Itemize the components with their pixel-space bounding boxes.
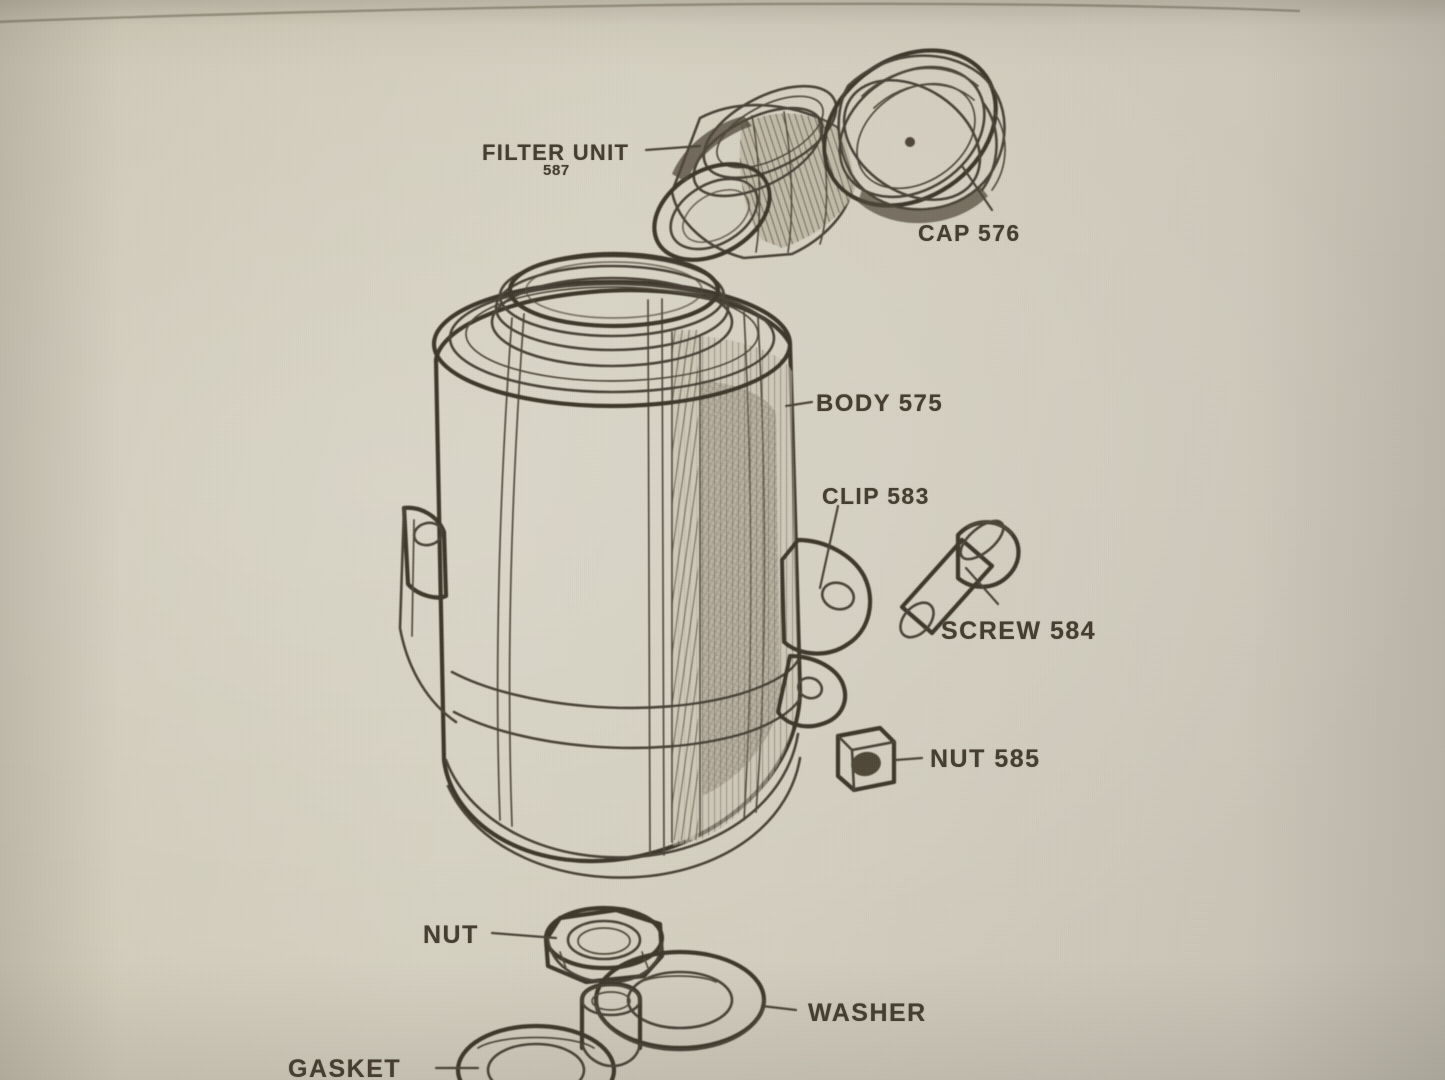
part-screw <box>899 519 1021 639</box>
part-gasket <box>455 1023 617 1080</box>
part-washer <box>593 949 767 1052</box>
leader-clip <box>818 504 840 590</box>
label-nut-585: NUT 585 <box>930 745 1041 773</box>
part-nut-585 <box>835 725 897 793</box>
page-edge-line <box>0 2 1301 24</box>
leader-nut-585 <box>894 756 924 762</box>
label-clip: CLIP 583 <box>822 483 930 509</box>
leader-cap <box>960 164 994 212</box>
label-body: BODY 575 <box>816 390 944 417</box>
part-clip <box>775 537 873 729</box>
leader-washer <box>760 1004 798 1012</box>
label-gasket: GASKET <box>288 1055 402 1080</box>
leader-lines <box>434 144 1000 1070</box>
label-filter-unit: FILTER UNIT <box>482 140 630 165</box>
label-filter-unit-number: 587 <box>543 162 570 179</box>
part-filter-unit <box>652 84 856 262</box>
part-nut-hex <box>543 905 665 985</box>
part-cap <box>822 48 1006 224</box>
label-washer: WASHER <box>808 999 927 1027</box>
leader-screw <box>964 566 1000 606</box>
part-body <box>398 251 873 879</box>
leader-body <box>784 400 814 408</box>
label-screw: SCREW 584 <box>941 617 1097 645</box>
label-cap: CAP 576 <box>918 220 1021 246</box>
leader-filter-unit <box>644 144 702 152</box>
part-sleeve <box>579 981 643 1068</box>
label-nut: NUT <box>423 921 479 949</box>
leader-nut <box>490 931 558 940</box>
